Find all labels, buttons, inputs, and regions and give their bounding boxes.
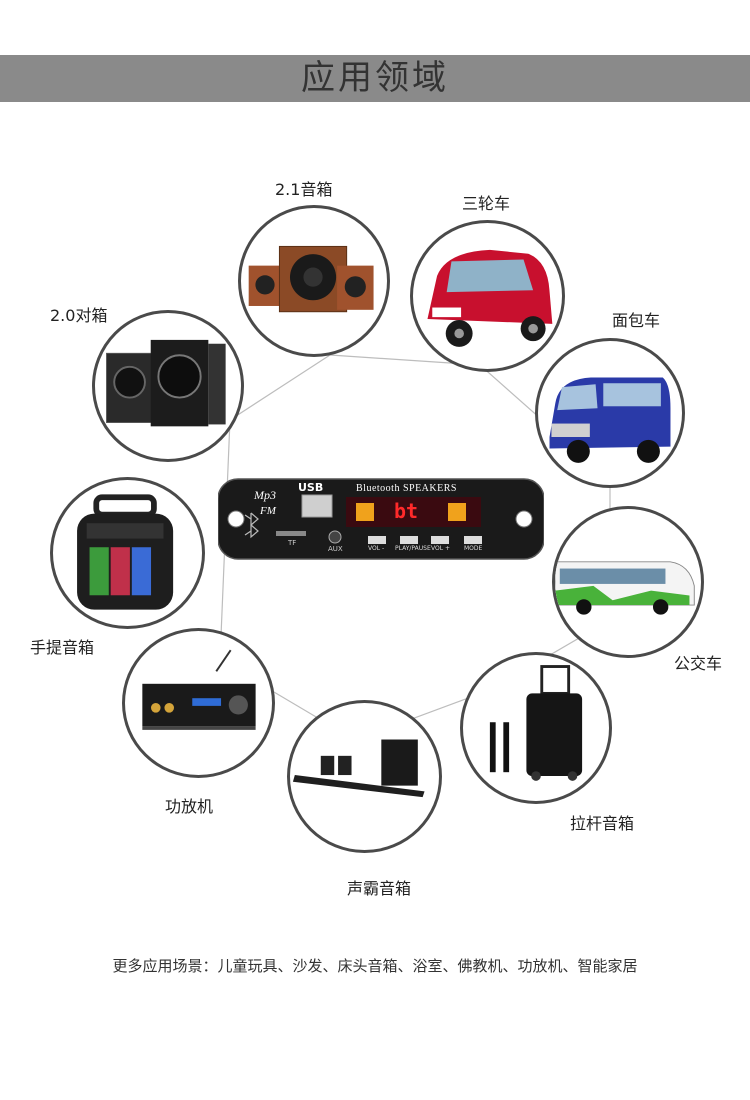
label-soundbar: 声霸音箱 (347, 879, 412, 898)
soundbar-image (287, 700, 442, 853)
button-vol-up-label: VOL + (431, 545, 450, 552)
usb-label: USB (298, 481, 324, 494)
button-play-pause-label: PLAY/PAUSE (395, 545, 431, 552)
mp3-label: Mp3 (254, 488, 276, 502)
label-amplifier: 功放机 (165, 797, 214, 816)
trolley-speaker-image (460, 652, 612, 804)
led-display: bt (394, 499, 419, 523)
label-bus: 公交车 (674, 654, 723, 673)
label-van: 面包车 (612, 311, 661, 330)
brand-text: Bluetooth SPEAKERS (356, 483, 457, 494)
page-title: 应用领域 (301, 58, 449, 98)
label-portable-speaker: 手提音箱 (30, 638, 95, 657)
footer-text: 更多应用场景：儿童玩具、沙发、床头音箱、浴室、佛教机、功放机、智能家居 (112, 957, 638, 975)
header-banner (0, 55, 750, 102)
button-mode-label: MODE (464, 545, 483, 552)
speaker-20-image (92, 310, 244, 462)
tricycle-image (410, 220, 565, 372)
tf-label: TF (288, 539, 297, 547)
aux-label: AUX (328, 545, 343, 553)
label-speaker-20: 2.0对箱 (50, 306, 108, 325)
speaker-21-image (238, 205, 390, 357)
label-tricycle: 三轮车 (462, 194, 511, 213)
button-vol-down-label: VOL - (368, 545, 385, 552)
fm-label: FM (260, 505, 276, 517)
label-trolley-speaker: 拉杆音箱 (570, 814, 635, 833)
amplifier-image (122, 628, 275, 778)
portable-speaker-image (50, 477, 205, 629)
bus-image (552, 506, 704, 658)
label-speaker-21: 2.1音箱 (275, 180, 333, 199)
bluetooth-mp3-module: Mp3 FM USB TF AUX Bluetooth SPEAKERS bt … (217, 475, 545, 563)
van-image (535, 338, 685, 488)
